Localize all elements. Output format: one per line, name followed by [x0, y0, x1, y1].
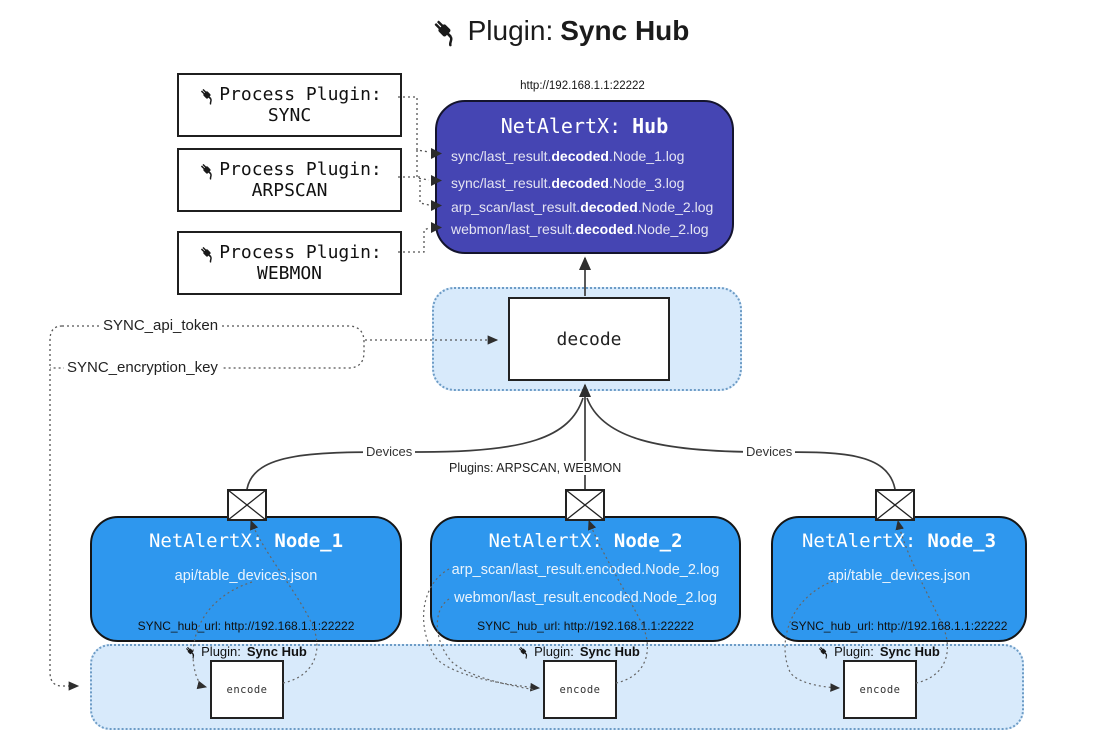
sync-api-token-label: SYNC_api_token	[100, 317, 222, 334]
envelope-icon	[875, 489, 915, 521]
hub-box: NetAlertX:Hub sync/last_result.decoded.N…	[435, 100, 734, 254]
edge-label-plugins: Plugins: ARPSCAN, WEBMON	[446, 461, 625, 475]
decode-box: decode	[508, 297, 670, 381]
node-hub-url: SYNC_hub_url: http://192.168.1.1:22222	[477, 619, 694, 633]
hub-log-line: arp_scan/last_result.decoded.Node_2.log	[451, 199, 714, 215]
node-file: api/table_devices.json	[827, 568, 971, 584]
plugin-to-hub-connectors	[398, 96, 430, 253]
process-plugin-box-webmon: Process Plugin: WEBMON	[177, 231, 402, 295]
plug-icon	[516, 644, 531, 659]
sync-encryption-key-label: SYNC_encryption_key	[64, 359, 221, 376]
node-file: arp_scan/last_result.encoded.Node_2.log	[451, 562, 720, 578]
hub-title: NetAlertX:Hub	[500, 114, 669, 138]
page-title-prefix: Plugin:	[467, 14, 554, 46]
page-title-bold: Sync Hub	[560, 14, 690, 46]
node-plugin-label: Plugin:Sync Hub	[488, 644, 668, 659]
process-plugin-name: SYNC	[267, 105, 312, 126]
process-plugin-label: Process Plugin:	[219, 84, 382, 105]
plug-icon	[197, 85, 217, 105]
node-title: NetAlertX:Node_3	[801, 530, 997, 552]
node-hub-url: SYNC_hub_url: http://192.168.1.1:22222	[137, 619, 355, 633]
node-file: api/table_devices.json	[174, 568, 318, 584]
encode-box: encode	[210, 660, 284, 719]
hub-log-line: webmon/last_result.decoded.Node_2.log	[451, 221, 709, 237]
encode-box: encode	[543, 660, 617, 719]
edge-label-devices-left: Devices	[363, 444, 416, 459]
process-plugin-label: Process Plugin:	[219, 242, 382, 263]
node-box-node1: NetAlertX:Node_1 api/table_devices.json …	[90, 516, 402, 642]
process-plugin-box-arpscan: Process Plugin: ARPSCAN	[177, 148, 402, 212]
envelope-icon	[565, 489, 605, 521]
hub-log-line: sync/last_result.decoded.Node_3.log	[451, 175, 685, 191]
plug-icon	[183, 644, 198, 659]
plug-icon	[428, 14, 461, 47]
node-hub-url: SYNC_hub_url: http://192.168.1.1:22222	[790, 619, 1008, 633]
process-plugin-name: WEBMON	[256, 263, 323, 284]
node-title: NetAlertX:Node_2	[488, 530, 683, 552]
envelope-icon	[227, 489, 267, 521]
node-plugin-label: Plugin:Sync Hub	[788, 644, 968, 659]
edge-label-devices-right: Devices	[743, 444, 796, 459]
hub-log-line: sync/last_result.decoded.Node_1.log	[451, 148, 685, 164]
node-box-node3: NetAlertX:Node_3 api/table_devices.json …	[771, 516, 1027, 642]
page-title: Plugin: Sync Hub	[0, 14, 1117, 47]
plug-icon	[197, 243, 217, 263]
process-plugin-box-sync: Process Plugin: SYNC	[177, 73, 402, 137]
node-title: NetAlertX:Node_1	[148, 530, 344, 552]
process-plugin-label: Process Plugin:	[219, 159, 382, 180]
plug-icon	[197, 160, 217, 180]
node-plugin-label: Plugin:Sync Hub	[155, 644, 335, 659]
encode-box: encode	[843, 660, 917, 719]
hub-url-label: http://192.168.1.1:22222	[520, 80, 645, 92]
plug-icon	[816, 644, 831, 659]
process-plugin-name: ARPSCAN	[251, 180, 328, 201]
node-box-node2: NetAlertX:Node_2 arp_scan/last_result.en…	[430, 516, 741, 642]
node-file: webmon/last_result.encoded.Node_2.log	[454, 590, 717, 606]
